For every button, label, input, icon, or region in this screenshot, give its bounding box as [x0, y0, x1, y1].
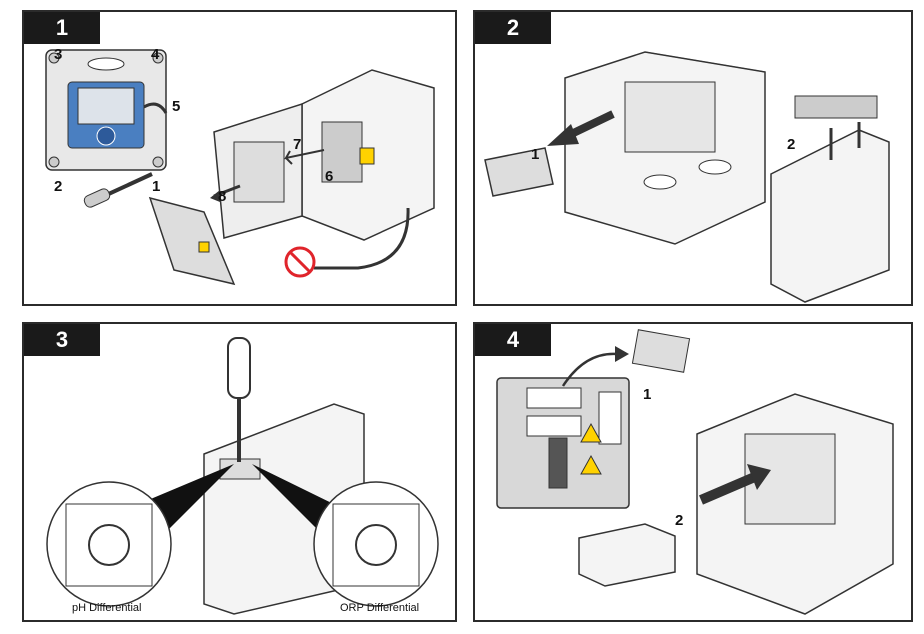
callout-8: 8 [218, 188, 227, 205]
ph-differential-caption: pH Differential [72, 602, 142, 614]
callout-1: 1 [152, 178, 161, 195]
orp-differential-caption: ORP Differential [340, 602, 420, 614]
step-number-badge: 2 [475, 12, 551, 44]
callout-3: 3 [54, 46, 63, 63]
callout-1: 1 [531, 146, 540, 163]
step-panel-1: 1 1 2 3 4 5 6 7 8 [22, 10, 457, 306]
callout-7: 7 [293, 136, 302, 153]
callout-2: 2 [787, 136, 796, 153]
step-number-badge: 4 [475, 324, 551, 356]
module-install-illustration [496, 329, 894, 615]
controller-front-illustration [45, 49, 435, 286]
callout-2: 2 [675, 512, 684, 529]
callout-5: 5 [172, 98, 181, 115]
step-number-badge: 1 [24, 12, 100, 44]
callout-1: 1 [643, 386, 652, 403]
callout-2: 2 [54, 178, 63, 195]
step-panel-2: 2 1 2 [473, 10, 913, 306]
step-number-badge: 3 [24, 324, 100, 356]
callout-4: 4 [151, 46, 160, 63]
enclosure-module-illustration [484, 51, 890, 303]
step-panel-3: 3 pH Differential ORP Differential [22, 322, 457, 622]
rotary-switch-illustration [46, 337, 439, 615]
step-panel-4: 4 1 2 [473, 322, 913, 622]
callout-6: 6 [325, 168, 334, 185]
